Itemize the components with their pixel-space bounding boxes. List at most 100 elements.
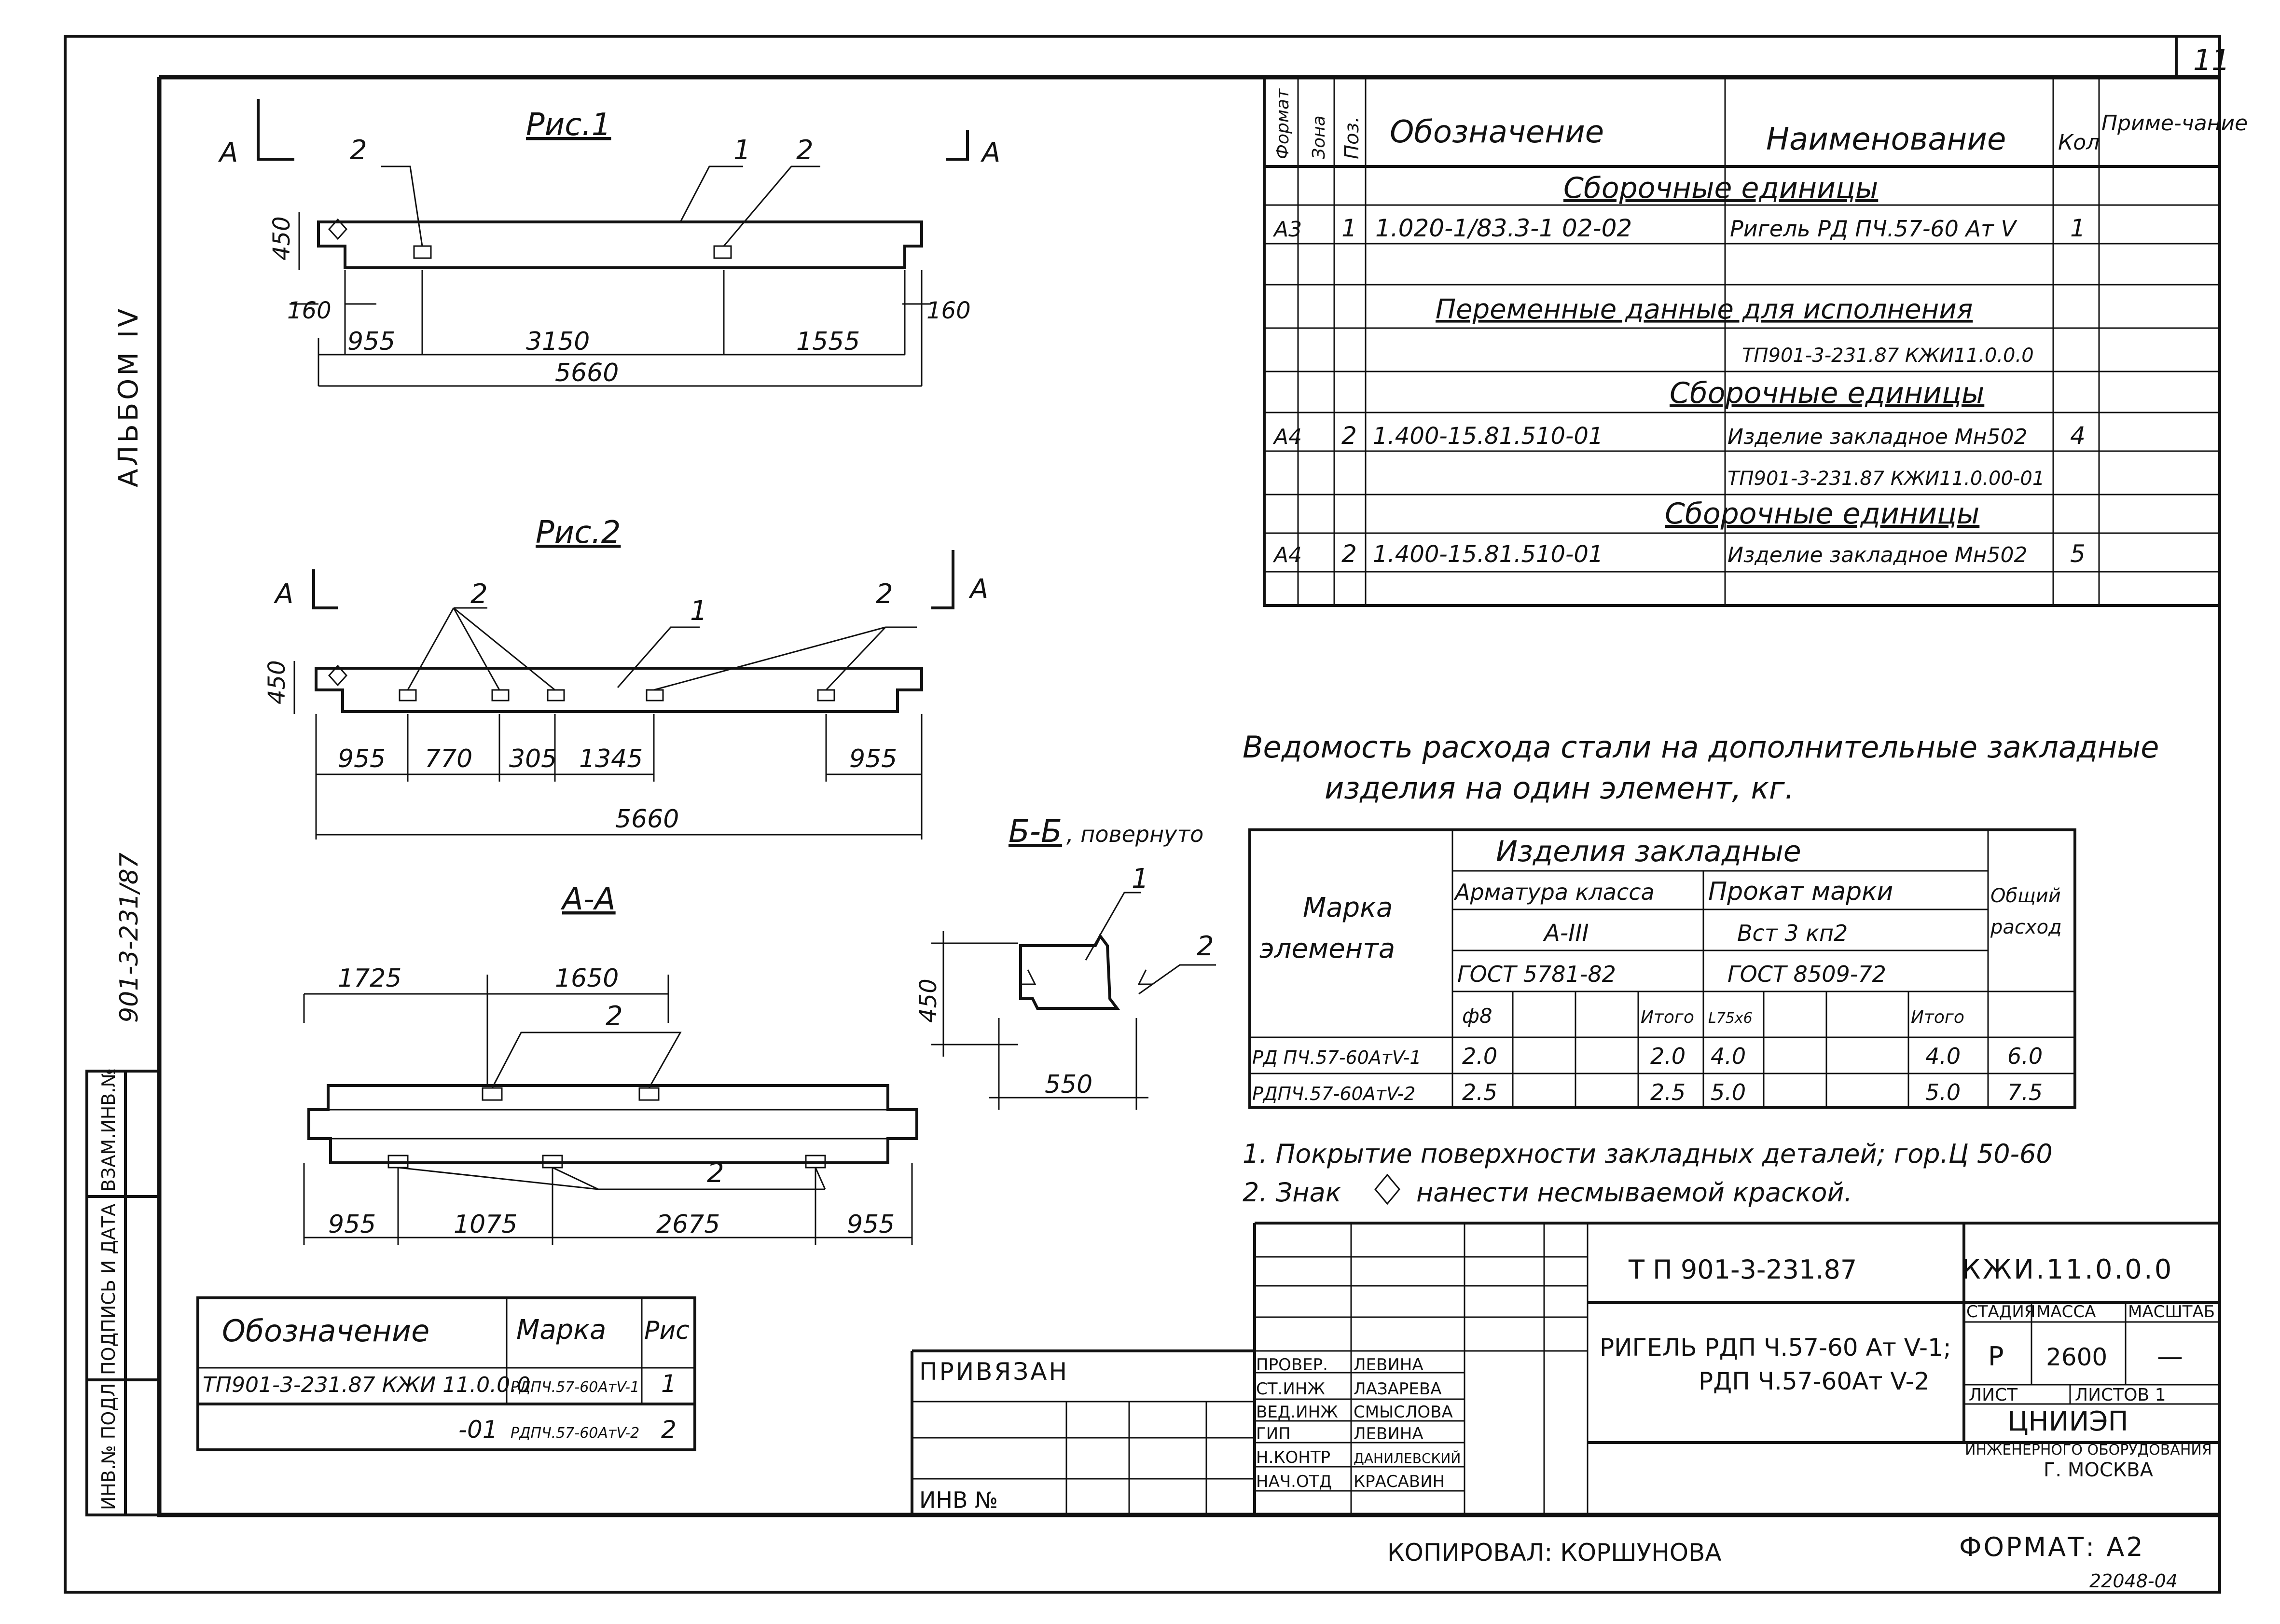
spec-r1-designation: 1.020-1/83.3-1 02-02 [1375,214,1632,242]
view-aa-top-dim-1: 1725 [338,964,401,993]
spec-h-format: Формат [1273,88,1293,159]
stamp-role-1: ПРОВЕР. [1256,1355,1328,1375]
view-aa-dim-2: 1075 [454,1210,517,1239]
note-1: 1. Покрытие поверхности закладных детале… [1243,1139,2053,1169]
spec-r2-name: ТП901-3-231.87 КЖИ11.0.0.0 [1742,344,2034,367]
fig2-pos2-right: 2 [876,578,893,610]
fig1-dim-2: 3150 [526,327,590,356]
fig1-offset-right: 160 [926,297,971,324]
view-aa-dim-1: 955 [328,1210,376,1239]
steel-h-mark: Марка [1303,892,1393,923]
fig1-height: 450 [268,216,295,261]
view-aa-pos-bot: 2 [707,1157,724,1189]
spec-r5-qty: 5 [2070,540,2086,568]
stamp-name-6: КРАСАВИН [1354,1472,1445,1491]
stamp-h-scale: МАСШТАБ [2128,1302,2215,1321]
spec-section-3: Сборочные единицы [1670,376,1984,410]
steel-h-sum: Общий [1990,885,2061,907]
spec-h-note: Приме-чание [2101,111,2248,136]
stamp-stage: Р [1988,1341,2004,1372]
steel-r2-total2: 5.0 [1925,1079,1961,1105]
stamp-title-2: РДП Ч.57-60Ат V-2 [1699,1367,1930,1395]
steel-r1-total2: 4.0 [1925,1043,1961,1069]
stamp-name-5: ДАНИЛЕВСКИЙ [1354,1450,1461,1466]
spec-section-4: Сборочные единицы [1665,497,1979,531]
section-bb-height: 450 [915,978,942,1023]
fig1-total: 5660 [555,358,619,387]
steel-h-mark-2: элемента [1259,933,1395,964]
view-aa-beam [307,1084,918,1164]
variants-r2-designation: -01 [458,1416,498,1444]
note-2a: 2. Знак [1243,1177,1341,1208]
variants-h-designation: Обозначение [222,1313,429,1349]
stamp-h-mass: МАССА [2036,1302,2096,1321]
side-stamp: ИНВ.№ ПОДЛ ПОДПИСЬ И ДАТА ВЗАМ.ИНВ.№ [85,1068,161,1516]
stamp-title-1: РИГЕЛЬ РДП Ч.57-60 Ат V-1; [1600,1334,1951,1362]
title-block: ПРОВЕР. СТ.ИНЖ ВЕД.ИНЖ ГИП Н.КОНТР НАЧ.О… [1253,1222,2220,1515]
steel-r2-d8: 2.5 [1462,1079,1497,1105]
section-bb-shape [1019,933,1120,1010]
variants-h-fig: Рис [644,1316,690,1345]
notes: 1. Покрытие поверхности закладных детале… [1243,1139,2053,1208]
steel-h-rolled: Прокат марки [1708,877,1893,906]
fig2-pos2-left: 2 [470,578,488,610]
stamp-org-3: Г. МОСКВА [2044,1459,2154,1481]
steel-r2-l75: 5.0 [1711,1079,1746,1105]
fig1-beam [317,220,923,269]
section-bb-pos1: 1 [1132,863,1149,895]
spec-r3-pos: 2 [1341,422,1357,450]
stamp-name-2: ЛАЗАРЕВА [1354,1379,1441,1399]
stamp-sheets: ЛИСТОВ 1 [2075,1385,2166,1405]
steel-r1-d8: 2.0 [1462,1043,1497,1069]
view-aa-dim-3: 2675 [656,1210,720,1239]
stamp-role-5: Н.КОНТР [1256,1448,1330,1467]
fig1-pos1: 1 [733,135,751,166]
mark-sign-icon [1374,1173,1400,1205]
figure-1: Рис.1 А А 1 2 2 450 160 160 955 3150 155… [218,99,1000,387]
spec-h-designation: Обозначение [1390,114,1604,150]
steel-r1-l75: 4.0 [1711,1043,1746,1069]
steel-h-total-2: Итого [1911,1007,1964,1027]
variants-r1-mark: РДПЧ.57-60АтV-1 [511,1379,639,1396]
fig2-dim-3: 305 [509,744,557,773]
fig2-pos1: 1 [690,595,707,627]
binding-inv: ИНВ № [919,1487,998,1513]
outer-frame [64,35,2221,1594]
archive-number: 22048-04 [2089,1570,2178,1592]
steel-title-2: изделия на один элемент, кг. [1325,771,1794,806]
spec-r1-format: А3 [1272,217,1302,242]
steel-r1-total1: 2.0 [1650,1043,1686,1069]
section-bb-pos2: 2 [1197,931,1214,962]
spec-r5-name: Изделие закладное Мн502 [1727,543,2027,567]
spec-h-zone: Зона [1309,115,1329,159]
spec-r3-name: Изделие закладное Мн502 [1727,425,2027,449]
steel-h-items: Изделия закладные [1496,835,1801,868]
fig2-beam [315,667,923,713]
variants-r2-fig: 2 [661,1416,677,1444]
steel-h-sum-2: расход [1990,916,2062,938]
side-stamp-inv: ИНВ.№ ПОДЛ [98,1383,119,1511]
steel-title-1: Ведомость расхода стали на дополнительны… [1243,729,2159,765]
steel-schedule: Ведомость расхода стали на дополнительны… [1243,729,2159,1109]
fig2-title: Рис.2 [536,515,621,551]
fig1-dim-1: 955 [347,327,395,356]
steel-h-total-1: Итого [1641,1007,1694,1027]
stamp-name-1: ЛЕВИНА [1354,1355,1423,1375]
binding-table: ПРИВЯЗАН ИНВ № [911,1349,1255,1515]
steel-h-d8: ф8 [1462,1004,1492,1028]
specification-table: Формат Зона Поз. Обозначение Наименовани… [1263,77,2248,607]
view-aa-top-dim-2: 1650 [555,964,619,993]
steel-r1-sum: 6.0 [2007,1043,2043,1069]
stamp-role-6: НАЧ.ОТД [1256,1472,1332,1491]
steel-h-rolled-gost: ГОСТ 8509-72 [1727,961,1886,987]
fig2-dim-5: 955 [849,744,897,773]
fig2-dim-4: 1345 [579,744,643,773]
fig2-total: 5660 [615,805,679,834]
stamp-sheet: ЛИСТ [1969,1385,2018,1405]
steel-r2-mark: РДПЧ.57-60АтV-2 [1252,1083,1415,1104]
fig1-pos2-left: 2 [350,135,367,166]
stamp-h-stage: СТАДИЯ [1966,1302,2035,1321]
project-side-label: 901-3-231/87 [115,853,144,1023]
fig1-title: Рис.1 [526,107,611,143]
section-bb-title: Б-Б [1009,814,1062,850]
